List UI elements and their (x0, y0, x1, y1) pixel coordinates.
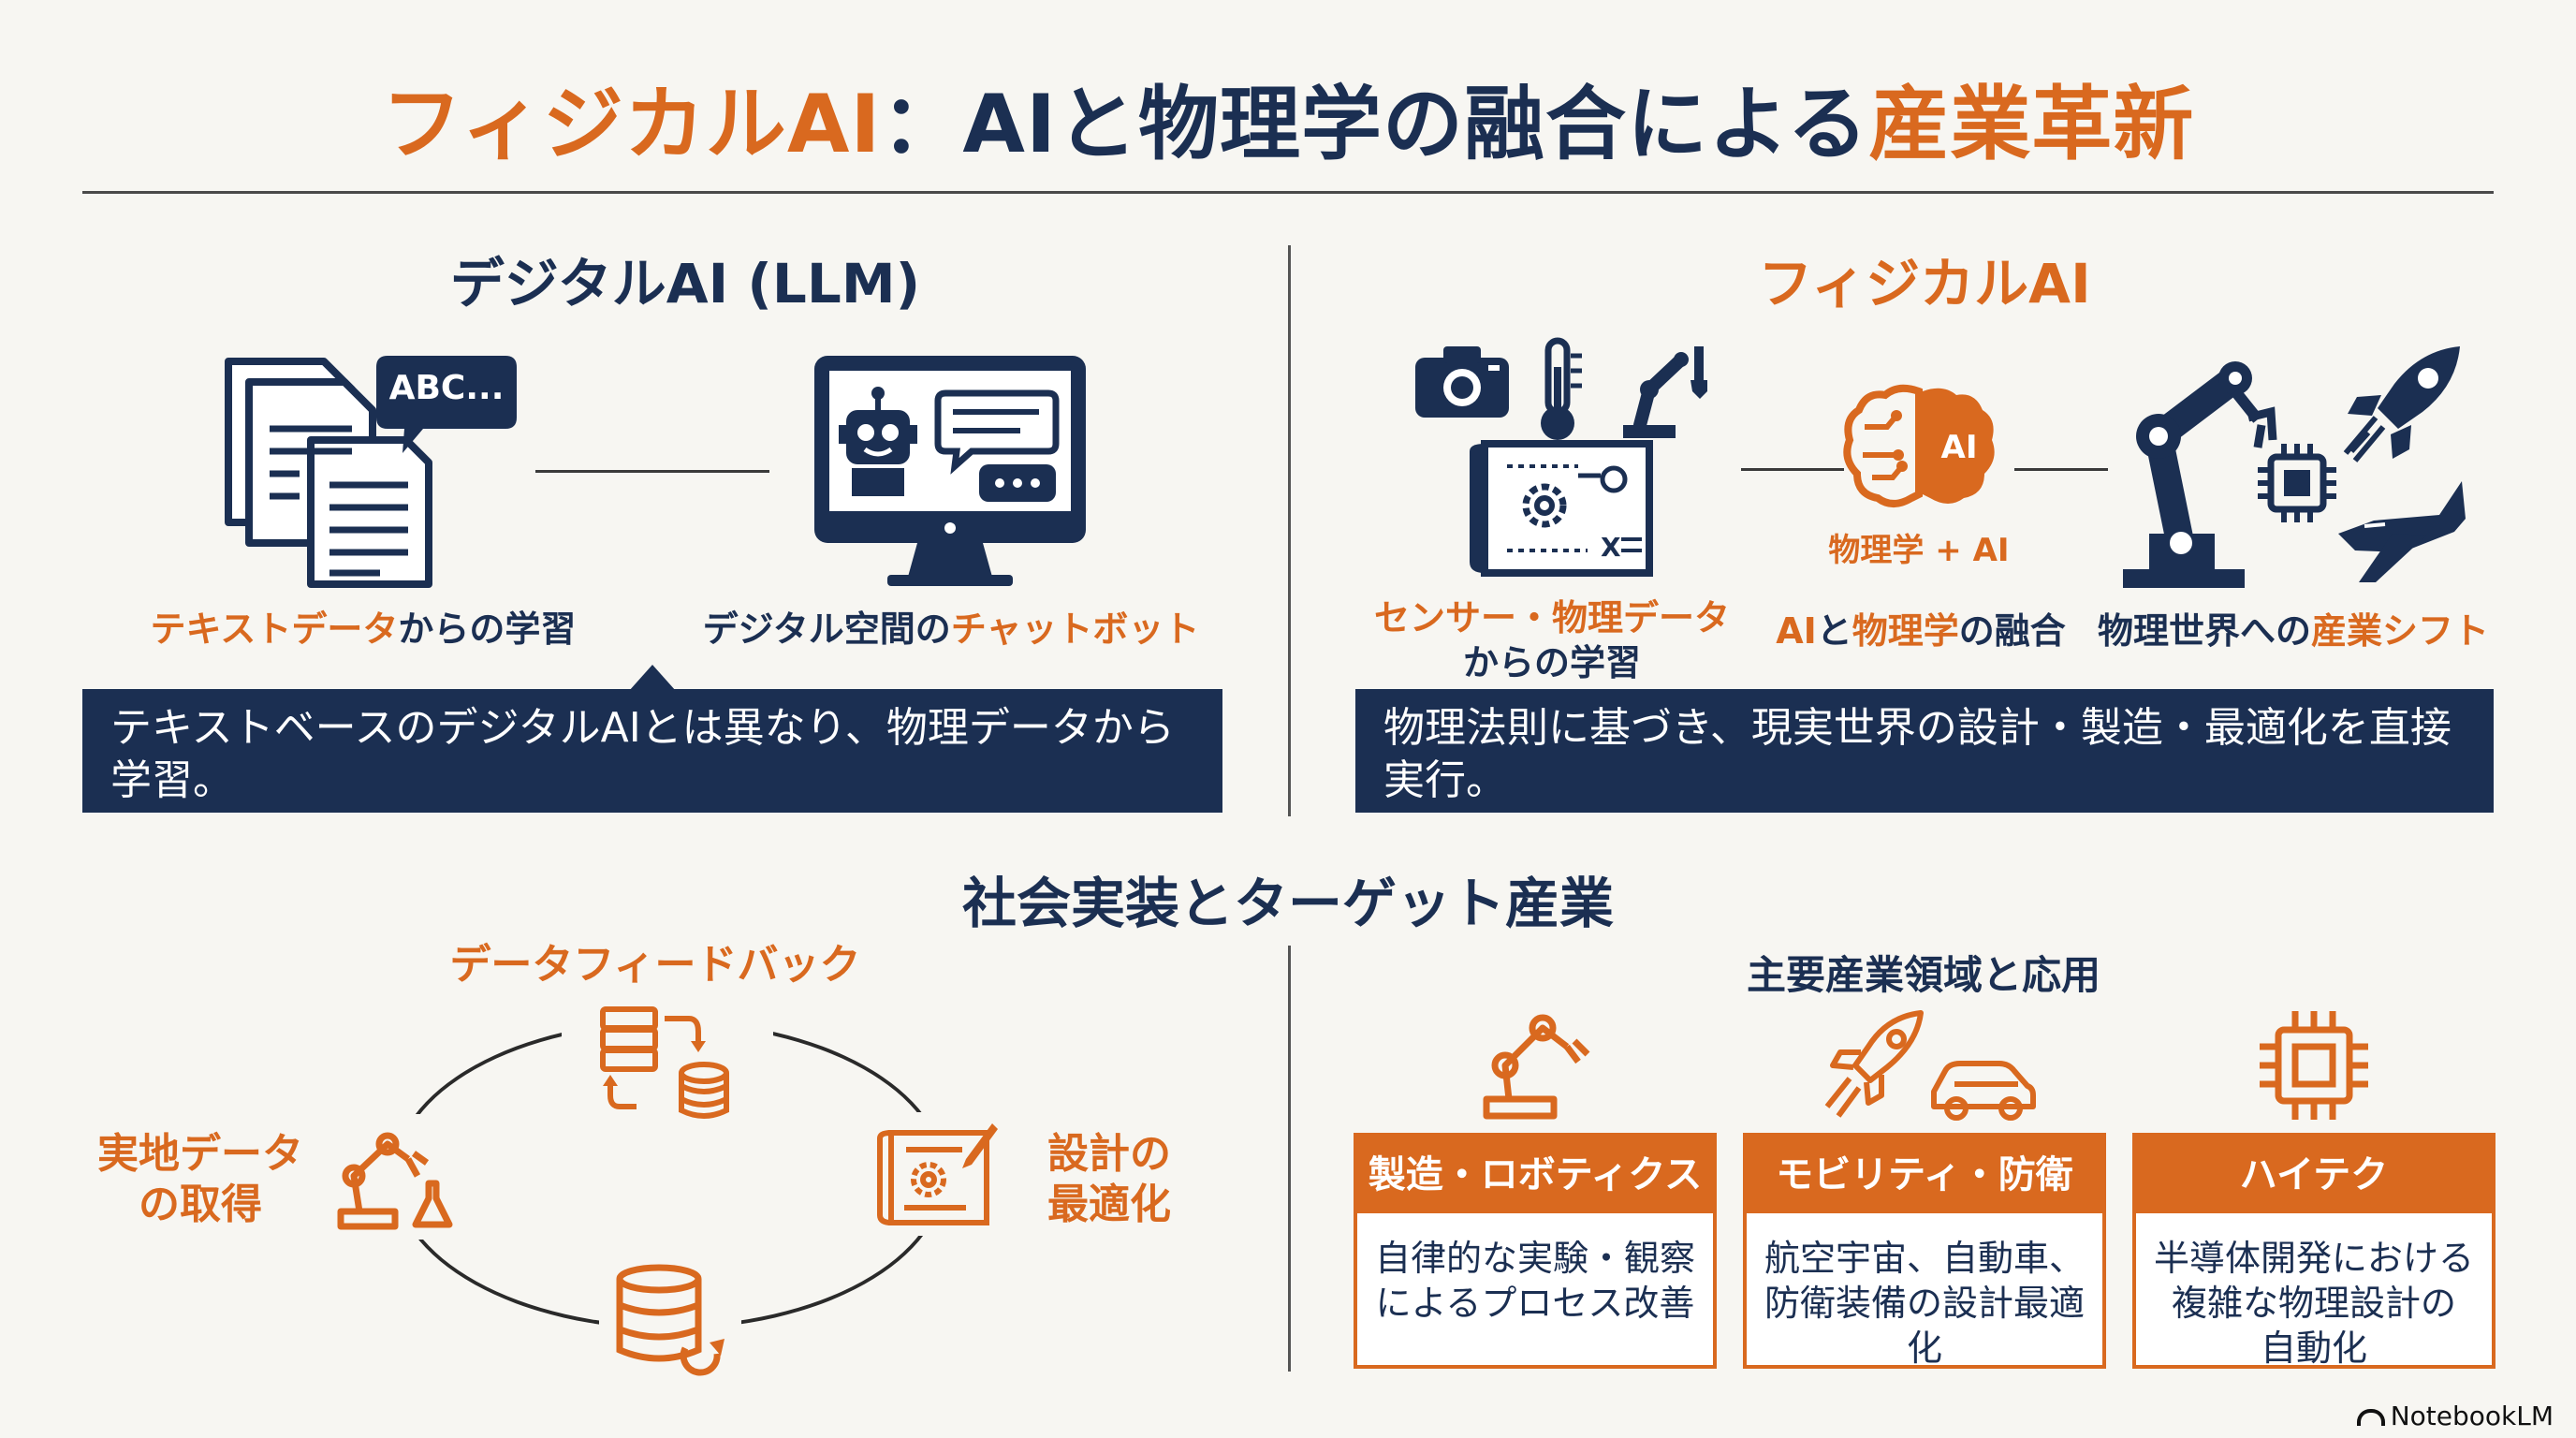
sensor-learning-label: センサー・物理データ からの学習 (1374, 595, 1730, 685)
industry-card-hightech: ハイテク 半導体開発における 複雑な物理設計の 自動化 (2132, 1133, 2496, 1369)
title-part-3: 産業革新 (1868, 78, 2195, 171)
digital-banner-pointer (629, 665, 676, 691)
title-divider (82, 191, 2494, 194)
design-optimization-icon (861, 1112, 1015, 1236)
cycle-left-line-1: 実地データ (97, 1130, 303, 1178)
card-line-2: 複雑な物理設計の (2171, 1283, 2456, 1324)
blueprint-icon: X (1470, 440, 1653, 577)
chatbot-monitor-icon (814, 356, 1086, 586)
mobility-icon (1824, 1010, 2036, 1121)
industry-card-title: 製造・ロボティクス (1357, 1137, 1713, 1213)
brain-caption: 物理学 + AI (1828, 532, 2010, 569)
fusion-label-a: AI (1776, 610, 1817, 652)
shift-label-a: 物理世界への (2097, 610, 2311, 652)
brain-ai-text: AI (1940, 429, 1978, 466)
card-line-3: 自動化 (2260, 1328, 2367, 1369)
jet-icon (2338, 481, 2466, 582)
speech-bubble-icon (376, 356, 517, 453)
text-learning-label: テキストデータからの学習 (120, 607, 607, 652)
chatbot-label-a: デジタル空間の (702, 609, 951, 650)
industry-card-manufacturing: 製造・ロボティクス 自律的な実験・観察 によるプロセス改善 (1354, 1133, 1717, 1369)
title-part-1: フィジカルAI (381, 78, 882, 171)
field-data-icon (316, 1114, 476, 1240)
notebooklm-text: NotebookLM (2390, 1401, 2554, 1431)
cycle-left-line-2: の取得 (139, 1181, 262, 1228)
digital-ai-banner: テキストベースのデジタルAIとは異なり、物理データから学習。 (82, 689, 1222, 813)
sensor-label-line-2: からの学習 (1462, 642, 1641, 683)
physical-connector-right (2014, 468, 2108, 471)
top-center-divider (1288, 245, 1291, 816)
speech-bubble-text: ABC... (388, 369, 505, 407)
card-line-1: 半導体開発における (2153, 1238, 2474, 1279)
chatbot-label: デジタル空間のチャットボット (689, 607, 1213, 652)
text-learning-label-b: からの学習 (398, 609, 577, 650)
industry-card-body: 半導体開発における 複雑な物理設計の 自動化 (2136, 1213, 2492, 1371)
card-line-1: 航空宇宙、自動車、 (1764, 1238, 2085, 1279)
industry-card-title: モビリティ・防衛 (1747, 1137, 2102, 1213)
fusion-label: AIと物理学の融合 (1762, 609, 2080, 653)
physical-ai-heading: フィジカルAI (1758, 252, 2091, 315)
camera-icon (1415, 346, 1509, 418)
fusion-label-d: の融合 (1958, 610, 2066, 652)
card-line-3: 化 (1906, 1328, 1942, 1369)
database-icon (599, 1260, 741, 1378)
cycle-left-label: 実地データ の取得 (79, 1129, 322, 1230)
manufacturing-robot-icon (1483, 1014, 1590, 1120)
card-line-2: によるプロセス改善 (1375, 1283, 1695, 1324)
notebooklm-watermark: NotebookLM (2356, 1401, 2554, 1431)
shift-label-b: 産業シフト (2311, 610, 2490, 652)
digital-ai-heading: デジタルAI (LLM) (449, 252, 921, 315)
text-learning-label-a: テキストデータ (150, 609, 399, 650)
notebooklm-logo-icon (2356, 1409, 2385, 1426)
physical-connector-left (1741, 468, 1844, 471)
sensor-label-line-1: センサー・物理データ (1374, 597, 1731, 638)
physical-ai-banner: 物理法則に基づき、現実世界の設計・製造・最適化を直接実行。 (1355, 689, 2494, 813)
bottom-center-divider (1288, 946, 1291, 1372)
page-title: フィジカルAI：AIと物理学の融合による産業革新 (0, 58, 2576, 175)
chatbot-label-b: チャットボット (950, 609, 1200, 650)
chip-icon (2258, 444, 2336, 522)
rocket-icon (2343, 346, 2460, 462)
documents-icon (225, 358, 432, 588)
title-part-2: ：AIと物理学の融合による (881, 78, 1869, 171)
industry-shift-label: 物理世界への産業シフト (2087, 609, 2499, 653)
industrial-robot-icon (2123, 361, 2277, 588)
fusion-label-b: と (1816, 610, 1852, 652)
robot-arm-icon (1623, 346, 1707, 438)
industries-heading: 主要産業領域と応用 (1746, 952, 2100, 998)
card-line-2: 防衛装備の設計最適 (1764, 1283, 2085, 1324)
brain-ai-icon (1843, 384, 1995, 507)
cycle-right-label: 設計の 最適化 (1011, 1129, 1208, 1230)
industry-card-body: 航空宇宙、自動車、 防衛装備の設計最適 化 (1747, 1213, 2102, 1371)
card-line-1: 自律的な実験・観察 (1374, 1238, 1695, 1279)
svg-text:X: X (1601, 532, 1621, 563)
cycle-right-line-1: 設計の (1047, 1130, 1171, 1178)
society-heading: 社会実装とターゲット産業 (961, 872, 1614, 935)
cycle-top-label: データフィードバック (449, 941, 861, 989)
data-feedback-icon (562, 998, 773, 1129)
thermometer-icon (1541, 337, 1582, 440)
cycle-right-line-2: 最適化 (1047, 1181, 1171, 1228)
digital-connector (535, 470, 769, 473)
industry-card-title: ハイテク (2136, 1137, 2492, 1213)
industry-card-mobility: モビリティ・防衛 航空宇宙、自動車、 防衛装備の設計最適 化 (1743, 1133, 2106, 1369)
hightech-chip-icon (2260, 1011, 2368, 1120)
fusion-label-c: 物理学 (1852, 610, 1959, 652)
industry-card-body: 自律的な実験・観察 によるプロセス改善 (1357, 1213, 1713, 1326)
